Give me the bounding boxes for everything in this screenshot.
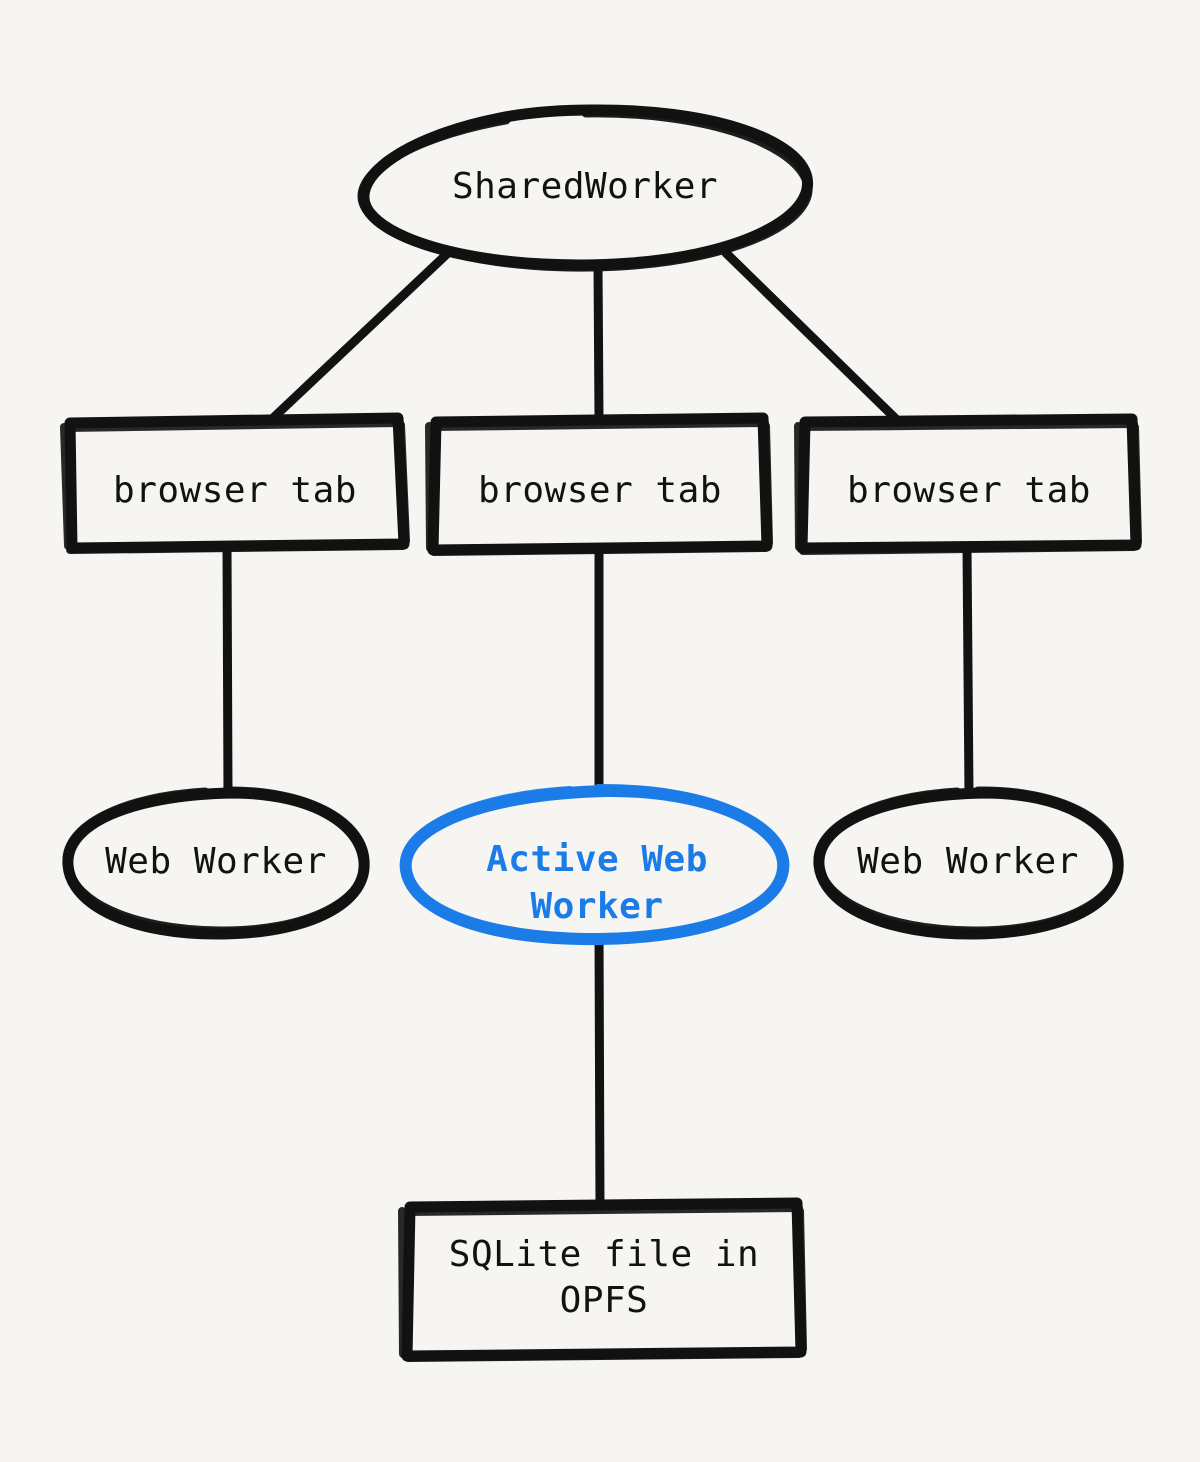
browser-tab-left-outline-second-pass xyxy=(60,419,410,554)
browser-tab-right-label: browser tab xyxy=(847,470,1091,511)
node-web-worker-left[interactable]: Web Worker xyxy=(62,786,370,940)
browser-tab-right-outline-second-pass xyxy=(794,420,1142,555)
sqlite-file-outline-second-pass xyxy=(398,1204,807,1362)
web-worker-left-outline-second-pass xyxy=(62,786,370,936)
active-web-worker-label-line-1: Active Web xyxy=(486,839,708,880)
sqlite-file-label-line-2: OPFS xyxy=(560,1280,649,1321)
node-active-web-worker[interactable]: Active Web Worker xyxy=(399,783,790,946)
browser-tab-left-label: browser tab xyxy=(113,470,357,511)
browser-tab-center-outline-second-pass xyxy=(425,419,773,556)
edge-sharedworker-to-browser-tab-right xyxy=(721,248,901,424)
active-web-worker-outline-second-pass xyxy=(399,783,790,943)
edge-browser-tab-right-to-web-worker-right xyxy=(962,543,974,800)
node-sqlite-file[interactable]: SQLite file in OPFS xyxy=(398,1197,807,1362)
shared-worker-label: SharedWorker xyxy=(452,166,718,207)
node-shared-worker[interactable]: SharedWorker xyxy=(357,104,813,272)
shared-worker-outline-second-pass xyxy=(357,108,813,272)
node-browser-tab-center[interactable]: browser tab xyxy=(425,412,773,556)
sqlite-file-label-line-1: SQLite file in xyxy=(449,1234,759,1275)
edge-sharedworker-to-browser-tab-left xyxy=(267,248,453,424)
node-browser-tab-left[interactable]: browser tab xyxy=(60,412,410,554)
edge-active-web-worker-to-sqlite-file xyxy=(594,925,605,1215)
edge-sharedworker-to-browser-tab-center xyxy=(593,261,604,424)
node-web-worker-right[interactable]: Web Worker xyxy=(813,786,1124,940)
edge-browser-tab-left-to-web-worker-left xyxy=(222,541,233,800)
browser-tab-center-label: browser tab xyxy=(478,470,722,511)
active-web-worker-label-line-2: Worker xyxy=(530,886,663,927)
web-worker-left-label: Web Worker xyxy=(105,841,327,882)
web-worker-right-outline-second-pass xyxy=(813,786,1124,936)
web-worker-right-label: Web Worker xyxy=(857,841,1079,882)
edge-layer xyxy=(222,248,974,1215)
node-browser-tab-right[interactable]: browser tab xyxy=(794,413,1142,555)
